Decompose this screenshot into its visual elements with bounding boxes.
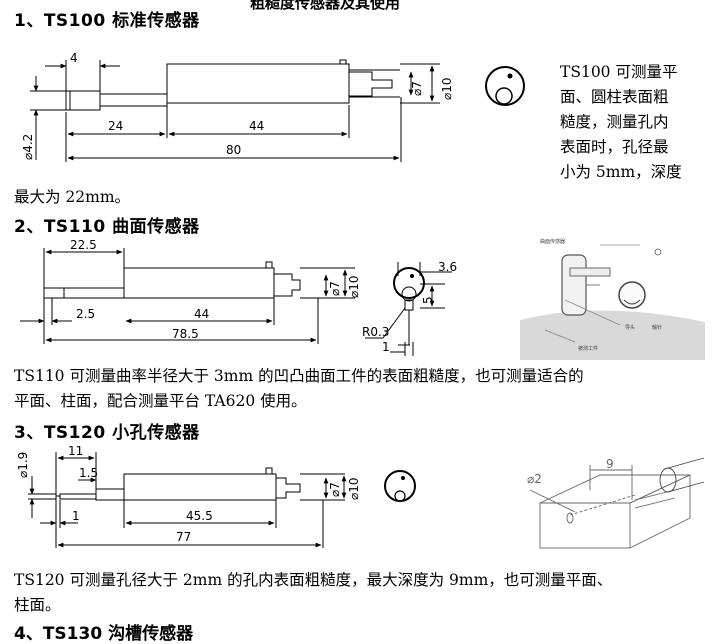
diagram-dim-9: 9	[606, 457, 614, 471]
ts120-description: TS120 可测量孔径大于 2mm 的孔内表面粗糙度，最大深度为 9mm，也可测…	[14, 568, 714, 618]
ts110-end-view	[365, 262, 452, 356]
ts100-dim-diameter-7: ⌀7	[410, 81, 424, 96]
ts110-text-line: 平面、柱面，配合测量平台 TA620 使用。	[14, 392, 307, 410]
ts120-body	[123, 473, 277, 501]
ts120-dim-1: 1	[72, 509, 80, 523]
photo-label-workpiece: 被测工件	[578, 345, 598, 352]
photo-label-probe: 触针	[652, 324, 662, 331]
ts100-end-view	[485, 66, 525, 106]
ts100-side-line: 表面时，孔径最	[560, 138, 669, 156]
ts100-dim-4: 4	[70, 51, 78, 65]
section-2-heading: 2、TS110 曲面传感器	[14, 217, 200, 237]
ts120-end-view	[384, 470, 416, 502]
ts100-side-line: 小为 5mm，深度	[560, 163, 682, 181]
ts120-dim-diameter-7: ⌀7	[328, 482, 342, 497]
cut-off-bottom-heading: 4、TS130 沟槽传感器	[14, 624, 194, 644]
ts120-dim-77: 77	[176, 530, 191, 544]
section-3-heading: 3、TS120 小孔传感器	[14, 423, 200, 443]
ts110-dim-1: 1	[382, 340, 390, 354]
technical-drawings: 4 24 44 80 ⌀4.2 ⌀7 ⌀10	[16, 51, 705, 549]
ts100-side-line: 糙度，测量孔内	[560, 113, 669, 131]
ts100-dim-diameter-10: ⌀10	[440, 78, 454, 101]
ts120-dimension-labels: 11 1.5 1 45.5 77 ⌀1.9 ⌀7 ⌀10	[16, 444, 361, 544]
section-1-heading: 1、TS100 标准传感器	[14, 11, 200, 31]
ts110-dim-diameter-7: ⌀7	[328, 281, 342, 296]
ts110-dim-2-5: 2.5	[76, 307, 95, 321]
ts110-dim-r0-3: R0.3	[362, 325, 389, 339]
ts110-dimension-labels: 22.5 2.5 44 78.5 ⌀7 ⌀10	[70, 238, 361, 341]
ts100-dim-24: 24	[108, 119, 123, 133]
ts100-description-side: TS100 可测量平 面、圆柱表面粗 糙度，测量孔内 表面时，孔径最 小为 5m…	[560, 60, 720, 185]
ts110-dim-44: 44	[194, 307, 209, 321]
photo-label-sensor: 曲面传感器	[540, 238, 565, 245]
ts100-side-line: 面、圆柱表面粗	[560, 88, 669, 106]
ts100-dimension-labels: 4 24 44 80 ⌀4.2 ⌀7 ⌀10	[21, 51, 454, 160]
ts120-text-line: TS120 可测量孔径大于 2mm 的孔内表面粗糙度，最大深度为 9mm，也可测…	[14, 571, 613, 589]
ts120-hole-diagram	[529, 457, 705, 549]
ts120-dim-diameter-10: ⌀10	[347, 478, 361, 501]
ts120-dim-1-5: 1.5	[79, 466, 98, 480]
ts110-body	[123, 267, 275, 299]
ts100-side-drawing	[30, 59, 440, 162]
photo-label-guide: 导头	[625, 324, 635, 331]
ts100-side-line: TS100 可测量平	[560, 63, 678, 81]
ts110-end-view-labels: 3.6 5 R0.3 1	[362, 260, 457, 354]
ts110-description: TS110 可测量曲率半径大于 3mm 的凹凸曲面工件的表面粗糙度，也可测量适合…	[14, 364, 714, 414]
ts120-dim-11: 11	[68, 444, 83, 458]
ts120-dim-45-5: 45.5	[186, 509, 213, 523]
ts120-hole-diagram-labels: ⌀2 9	[527, 457, 614, 486]
diagram-dim-diameter-2: ⌀2	[527, 472, 542, 486]
ts110-usage-photo: 曲面传感器 导头 触针 被测工件	[515, 233, 705, 360]
cut-off-top-heading: 粗糙度传感器及其使用	[250, 0, 401, 12]
ts100-description-tail: 最大为 22mm。	[14, 188, 131, 206]
ts120-text-line: 柱面。	[14, 596, 61, 614]
ts100-dim-diameter-4-2: ⌀4.2	[21, 134, 35, 160]
ts110-side-drawing	[20, 248, 355, 344]
ts110-text-line: TS110 可测量曲率半径大于 3mm 的凹凸曲面工件的表面粗糙度，也可测量适合…	[14, 367, 584, 385]
ts100-dim-44: 44	[249, 119, 264, 133]
ts110-dim-5: 5	[421, 296, 435, 304]
ts100-dim-80: 80	[226, 143, 241, 157]
ts120-side-drawing	[28, 452, 347, 548]
ts120-dim-diameter-1-9: ⌀1.9	[16, 452, 30, 478]
ts110-dim-diameter-10: ⌀10	[347, 276, 361, 299]
ts110-dim-3-6: 3.6	[438, 260, 457, 274]
ts110-dim-78-5: 78.5	[172, 327, 199, 341]
ts100-body	[166, 63, 350, 104]
ts110-dim-22-5: 22.5	[70, 238, 97, 252]
